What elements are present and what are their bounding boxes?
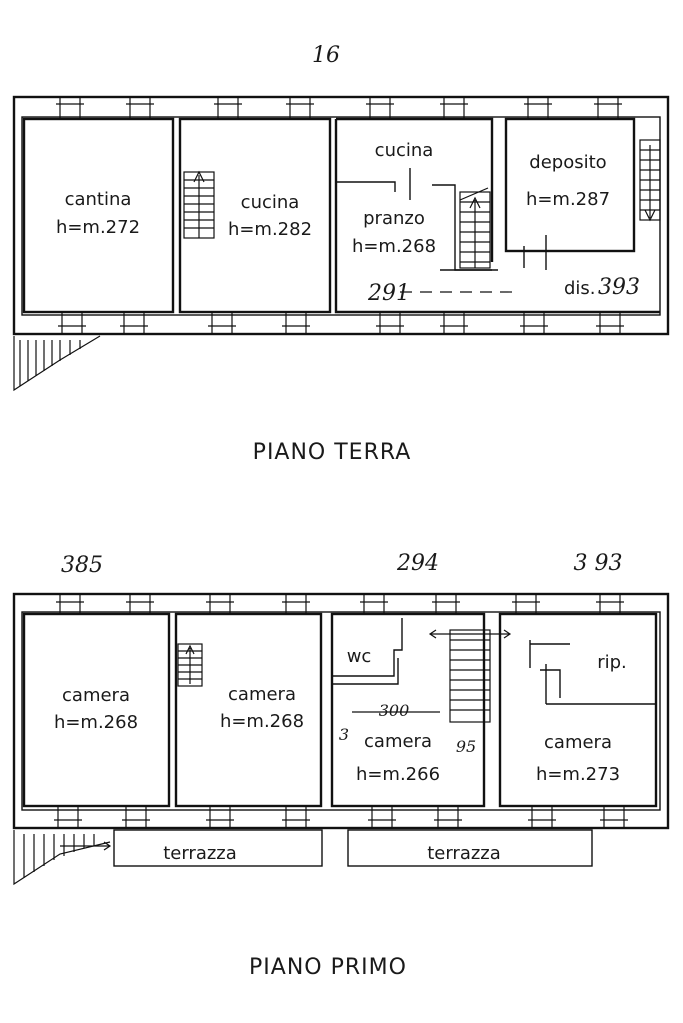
cantina-room [22, 117, 175, 314]
first-note-3: 3 [339, 725, 349, 744]
ground-stair-deposito [639, 139, 661, 222]
ground-floor-plan: 16 cantina h=m.272 cucina h=m.282 cucina… [12, 43, 670, 465]
ground-windows-bottom [58, 312, 624, 334]
cantina-label: cantina [65, 189, 132, 210]
ground-note-291: 291 [367, 281, 410, 306]
camera1-label: camera [62, 685, 130, 706]
camera3-height: h=m.266 [356, 764, 440, 785]
terrace-right [347, 829, 593, 867]
ground-external-stair [13, 335, 101, 392]
rip-partition [529, 640, 570, 668]
rip-wall [540, 664, 656, 705]
wc-label: wc [347, 646, 372, 667]
dis-label: dis. [564, 278, 596, 299]
cucina-label: cucina [241, 192, 300, 213]
camera4-room [498, 612, 658, 808]
pranzo-label: pranzo [363, 208, 425, 229]
deposito-room [504, 117, 636, 253]
first-note-300: 300 [379, 701, 410, 720]
camera2-room [174, 612, 323, 808]
first-note-294: 294 [396, 551, 439, 576]
first-note-393: 3 93 [574, 551, 623, 576]
wc-wall-inner [332, 658, 399, 685]
deposito-label: deposito [529, 152, 606, 173]
first-floor-outer-wall [12, 592, 670, 830]
cantina-height: h=m.272 [56, 217, 140, 238]
camera4-label: camera [544, 732, 612, 753]
ground-stair-pranzo [459, 187, 491, 269]
rip-label: rip. [597, 652, 627, 673]
camera2-label: camera [228, 684, 296, 705]
terrace-left [113, 829, 323, 867]
ground-floor-title: PIANO TERRA [253, 440, 412, 465]
ground-stair-cucina [183, 170, 215, 239]
first-floor-title: PIANO PRIMO [249, 955, 407, 980]
pranzo-height: h=m.268 [352, 236, 436, 257]
deposito-height: h=m.287 [526, 189, 610, 210]
first-note-385: 385 [61, 553, 103, 578]
camera3-label: camera [364, 731, 432, 752]
first-stair-central [428, 629, 512, 723]
first-windows-top [56, 594, 624, 614]
cucina-room [178, 117, 332, 314]
camera2-height: h=m.268 [220, 711, 304, 732]
terrace-right-label: terrazza [427, 843, 501, 864]
ground-floor-outer-wall [12, 95, 670, 336]
first-stair-camera2 [177, 643, 203, 687]
cucina-pranzo-room [334, 117, 660, 314]
first-floor-plan: 385 294 3 93 300 95 3 camera h=m.268 cam… [12, 551, 670, 980]
ground-handwritten-top: 16 [312, 43, 340, 68]
camera1-room [22, 612, 171, 808]
ground-note-393: 393 [598, 275, 640, 300]
first-external-stair [13, 830, 112, 886]
ground-windows-top [56, 97, 622, 119]
first-note-95: 95 [456, 737, 476, 756]
camera4-height: h=m.273 [536, 764, 620, 785]
cucina2-label: cucina [375, 140, 434, 161]
wc-wall [332, 618, 403, 677]
first-windows-bottom [54, 806, 628, 828]
cucina-height: h=m.282 [228, 219, 312, 240]
pranzo-partition [336, 181, 396, 192]
stair-wall [432, 184, 492, 271]
first-floor-inner-wall [21, 611, 661, 811]
camera1-height: h=m.268 [54, 712, 138, 733]
terrace-left-label: terrazza [163, 843, 237, 864]
